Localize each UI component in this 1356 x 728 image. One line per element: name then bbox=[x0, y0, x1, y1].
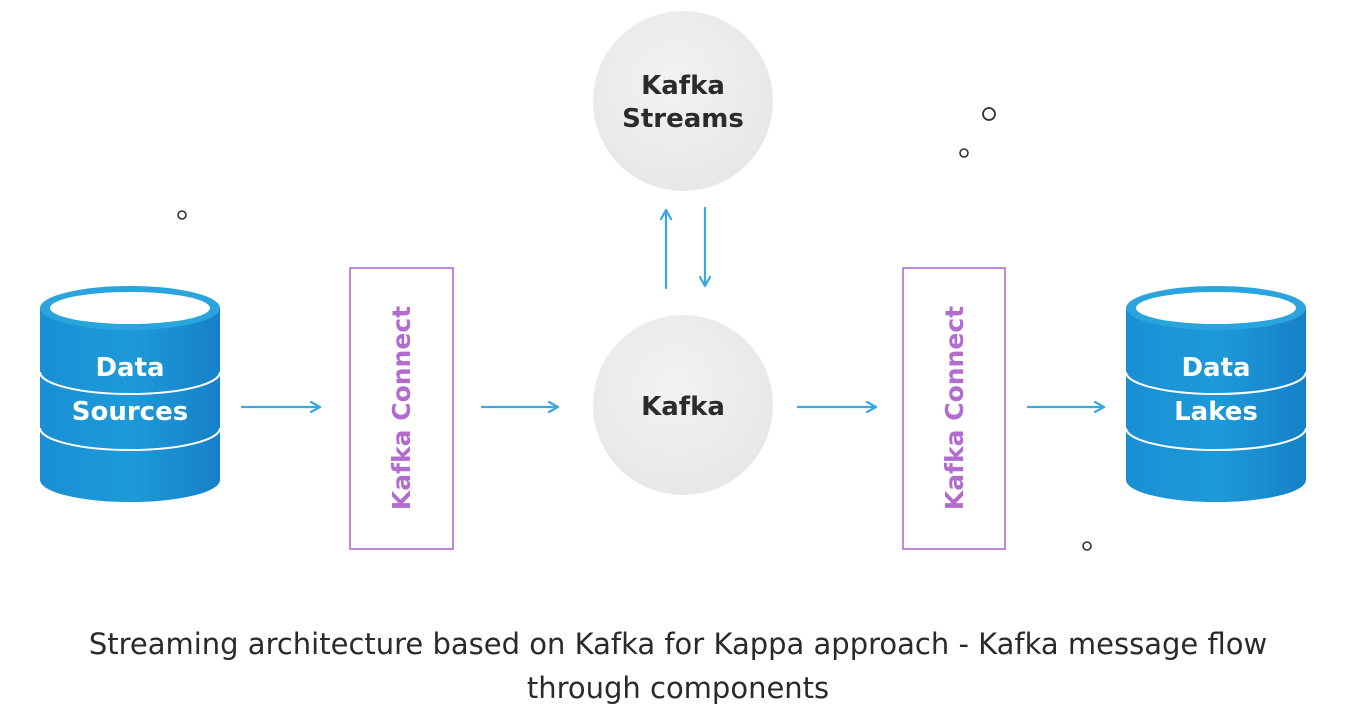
decor-dot bbox=[1082, 541, 1092, 551]
data-sources-cylinder: Data Sources bbox=[39, 286, 221, 502]
data-lakes-label-line2: Lakes bbox=[1174, 397, 1258, 427]
kafka-connect-left-label: Kafka Connect bbox=[387, 306, 416, 510]
data-sources-label-line1: Data bbox=[95, 353, 164, 383]
diagram-caption: Streaming architecture based on Kafka fo… bbox=[0, 622, 1356, 710]
kafka-node: Kafka bbox=[593, 315, 773, 495]
caption-line2: through components bbox=[526, 671, 830, 705]
kafka-connect-left-box: Kafka Connect bbox=[349, 267, 454, 550]
kafka-streams-label-line2: Streams bbox=[622, 104, 744, 134]
data-lakes-label-line1: Data bbox=[1181, 353, 1250, 383]
caption-line1: Streaming architecture based on Kafka fo… bbox=[88, 627, 1268, 661]
kafka-connect-right-label: Kafka Connect bbox=[940, 306, 969, 510]
decor-dot bbox=[959, 148, 969, 158]
decor-dot bbox=[177, 210, 187, 220]
data-lakes-cylinder: Data Lakes bbox=[1125, 286, 1307, 502]
kafka-streams-label-line1: Kafka bbox=[641, 71, 725, 101]
kafka-label: Kafka bbox=[641, 392, 725, 422]
kafka-streams-node: Kafka Streams bbox=[593, 11, 773, 191]
data-sources-label-line2: Sources bbox=[72, 397, 188, 427]
kafka-connect-right-box: Kafka Connect bbox=[902, 267, 1006, 550]
decor-dot bbox=[982, 107, 996, 121]
